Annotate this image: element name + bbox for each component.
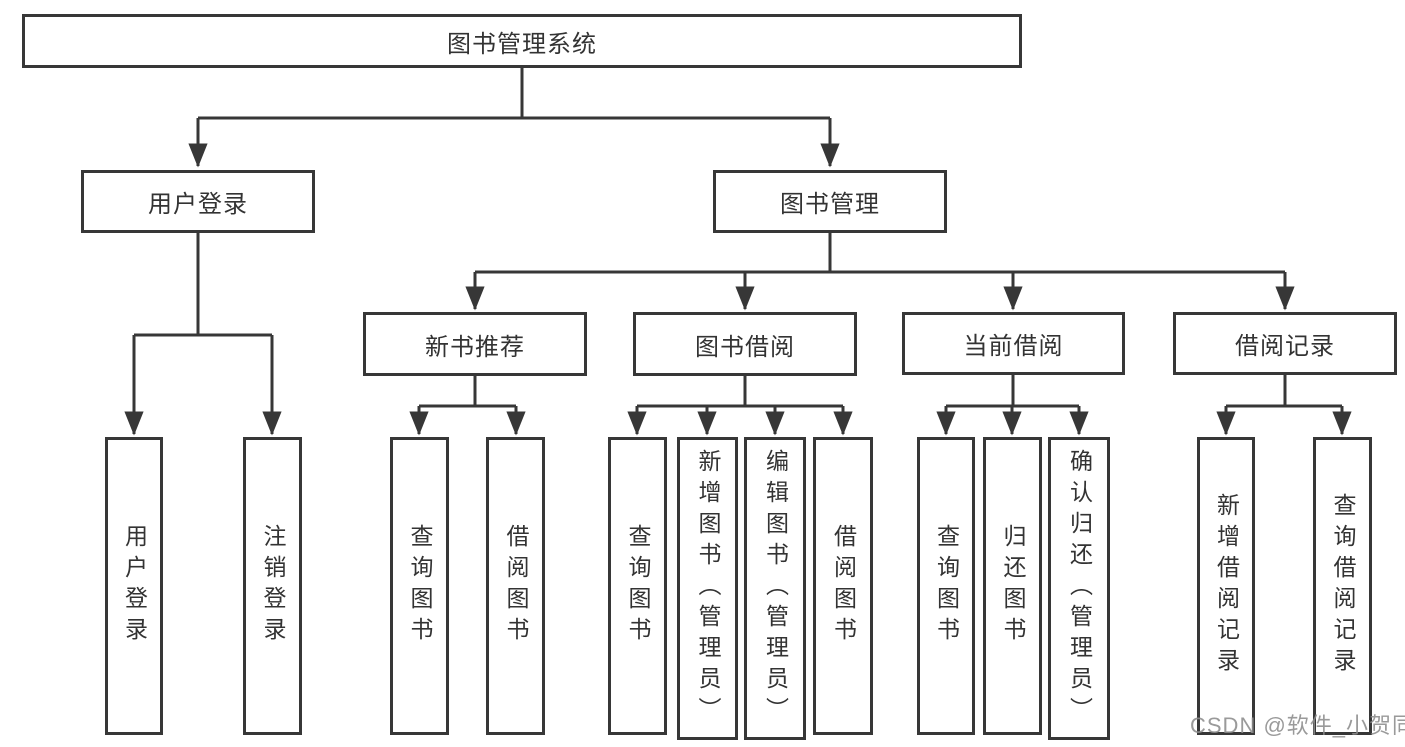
leaf-return-book: 归还图书 bbox=[983, 437, 1042, 735]
leaf-query-books-1: 查询图书 bbox=[390, 437, 449, 735]
connector-root-to-branches bbox=[188, 68, 840, 168]
connector-current-borrow-to-leaves bbox=[936, 375, 1089, 436]
leaf-label: 确认归还（管理员） bbox=[1066, 449, 1093, 728]
connector-book-management-to-modules bbox=[465, 233, 1295, 311]
leaf-label: 查询借阅记录 bbox=[1330, 493, 1356, 679]
connector-book-borrow-to-leaves bbox=[627, 376, 853, 436]
leaf-query-borrow-record: 查询借阅记录 bbox=[1313, 437, 1372, 735]
leaf-label: 借阅图书 bbox=[830, 524, 857, 648]
connector-user-login-to-leaves bbox=[124, 233, 282, 436]
leaf-label: 查询图书 bbox=[933, 524, 960, 648]
leaf-logout: 注销登录 bbox=[243, 437, 302, 735]
connector-new-book-to-leaves bbox=[409, 376, 526, 436]
leaf-label: 编辑图书（管理员） bbox=[762, 449, 789, 728]
watermark-text: CSDN @软件_小贺同学 bbox=[1190, 713, 1405, 738]
leaf-borrow-books-2: 借阅图书 bbox=[813, 437, 873, 735]
leaf-label: 借阅图书 bbox=[503, 524, 529, 648]
node-book-borrowing: 图书借阅 bbox=[633, 312, 857, 376]
leaf-add-borrow-record: 新增借阅记录 bbox=[1197, 437, 1255, 735]
node-user-login: 用户登录 bbox=[81, 170, 315, 233]
leaf-add-book-admin: 新增图书（管理员） bbox=[677, 437, 738, 740]
leaf-label: 归还图书 bbox=[1000, 524, 1026, 648]
node-new-book-recommendation: 新书推荐 bbox=[363, 312, 587, 376]
leaf-label: 用户登录 bbox=[121, 524, 148, 648]
leaf-label: 查询图书 bbox=[625, 524, 651, 648]
leaf-confirm-return-admin: 确认归还（管理员） bbox=[1048, 437, 1110, 740]
node-current-borrowing: 当前借阅 bbox=[902, 312, 1125, 375]
leaf-label: 查询图书 bbox=[407, 524, 433, 648]
leaf-label: 新增图书（管理员） bbox=[695, 449, 721, 728]
leaf-label: 新增借阅记录 bbox=[1213, 493, 1240, 679]
leaf-edit-book-admin: 编辑图书（管理员） bbox=[744, 437, 806, 740]
node-library-system: 图书管理系统 bbox=[22, 14, 1022, 68]
leaf-query-books-2: 查询图书 bbox=[608, 437, 667, 735]
node-book-management: 图书管理 bbox=[713, 170, 947, 233]
node-borrowing-records: 借阅记录 bbox=[1173, 312, 1397, 375]
leaf-label: 注销登录 bbox=[260, 524, 286, 648]
leaf-borrow-books-1: 借阅图书 bbox=[486, 437, 545, 735]
leaf-query-books-3: 查询图书 bbox=[917, 437, 975, 735]
leaf-user-login: 用户登录 bbox=[105, 437, 163, 735]
connector-borrow-record-to-leaves bbox=[1216, 375, 1352, 436]
